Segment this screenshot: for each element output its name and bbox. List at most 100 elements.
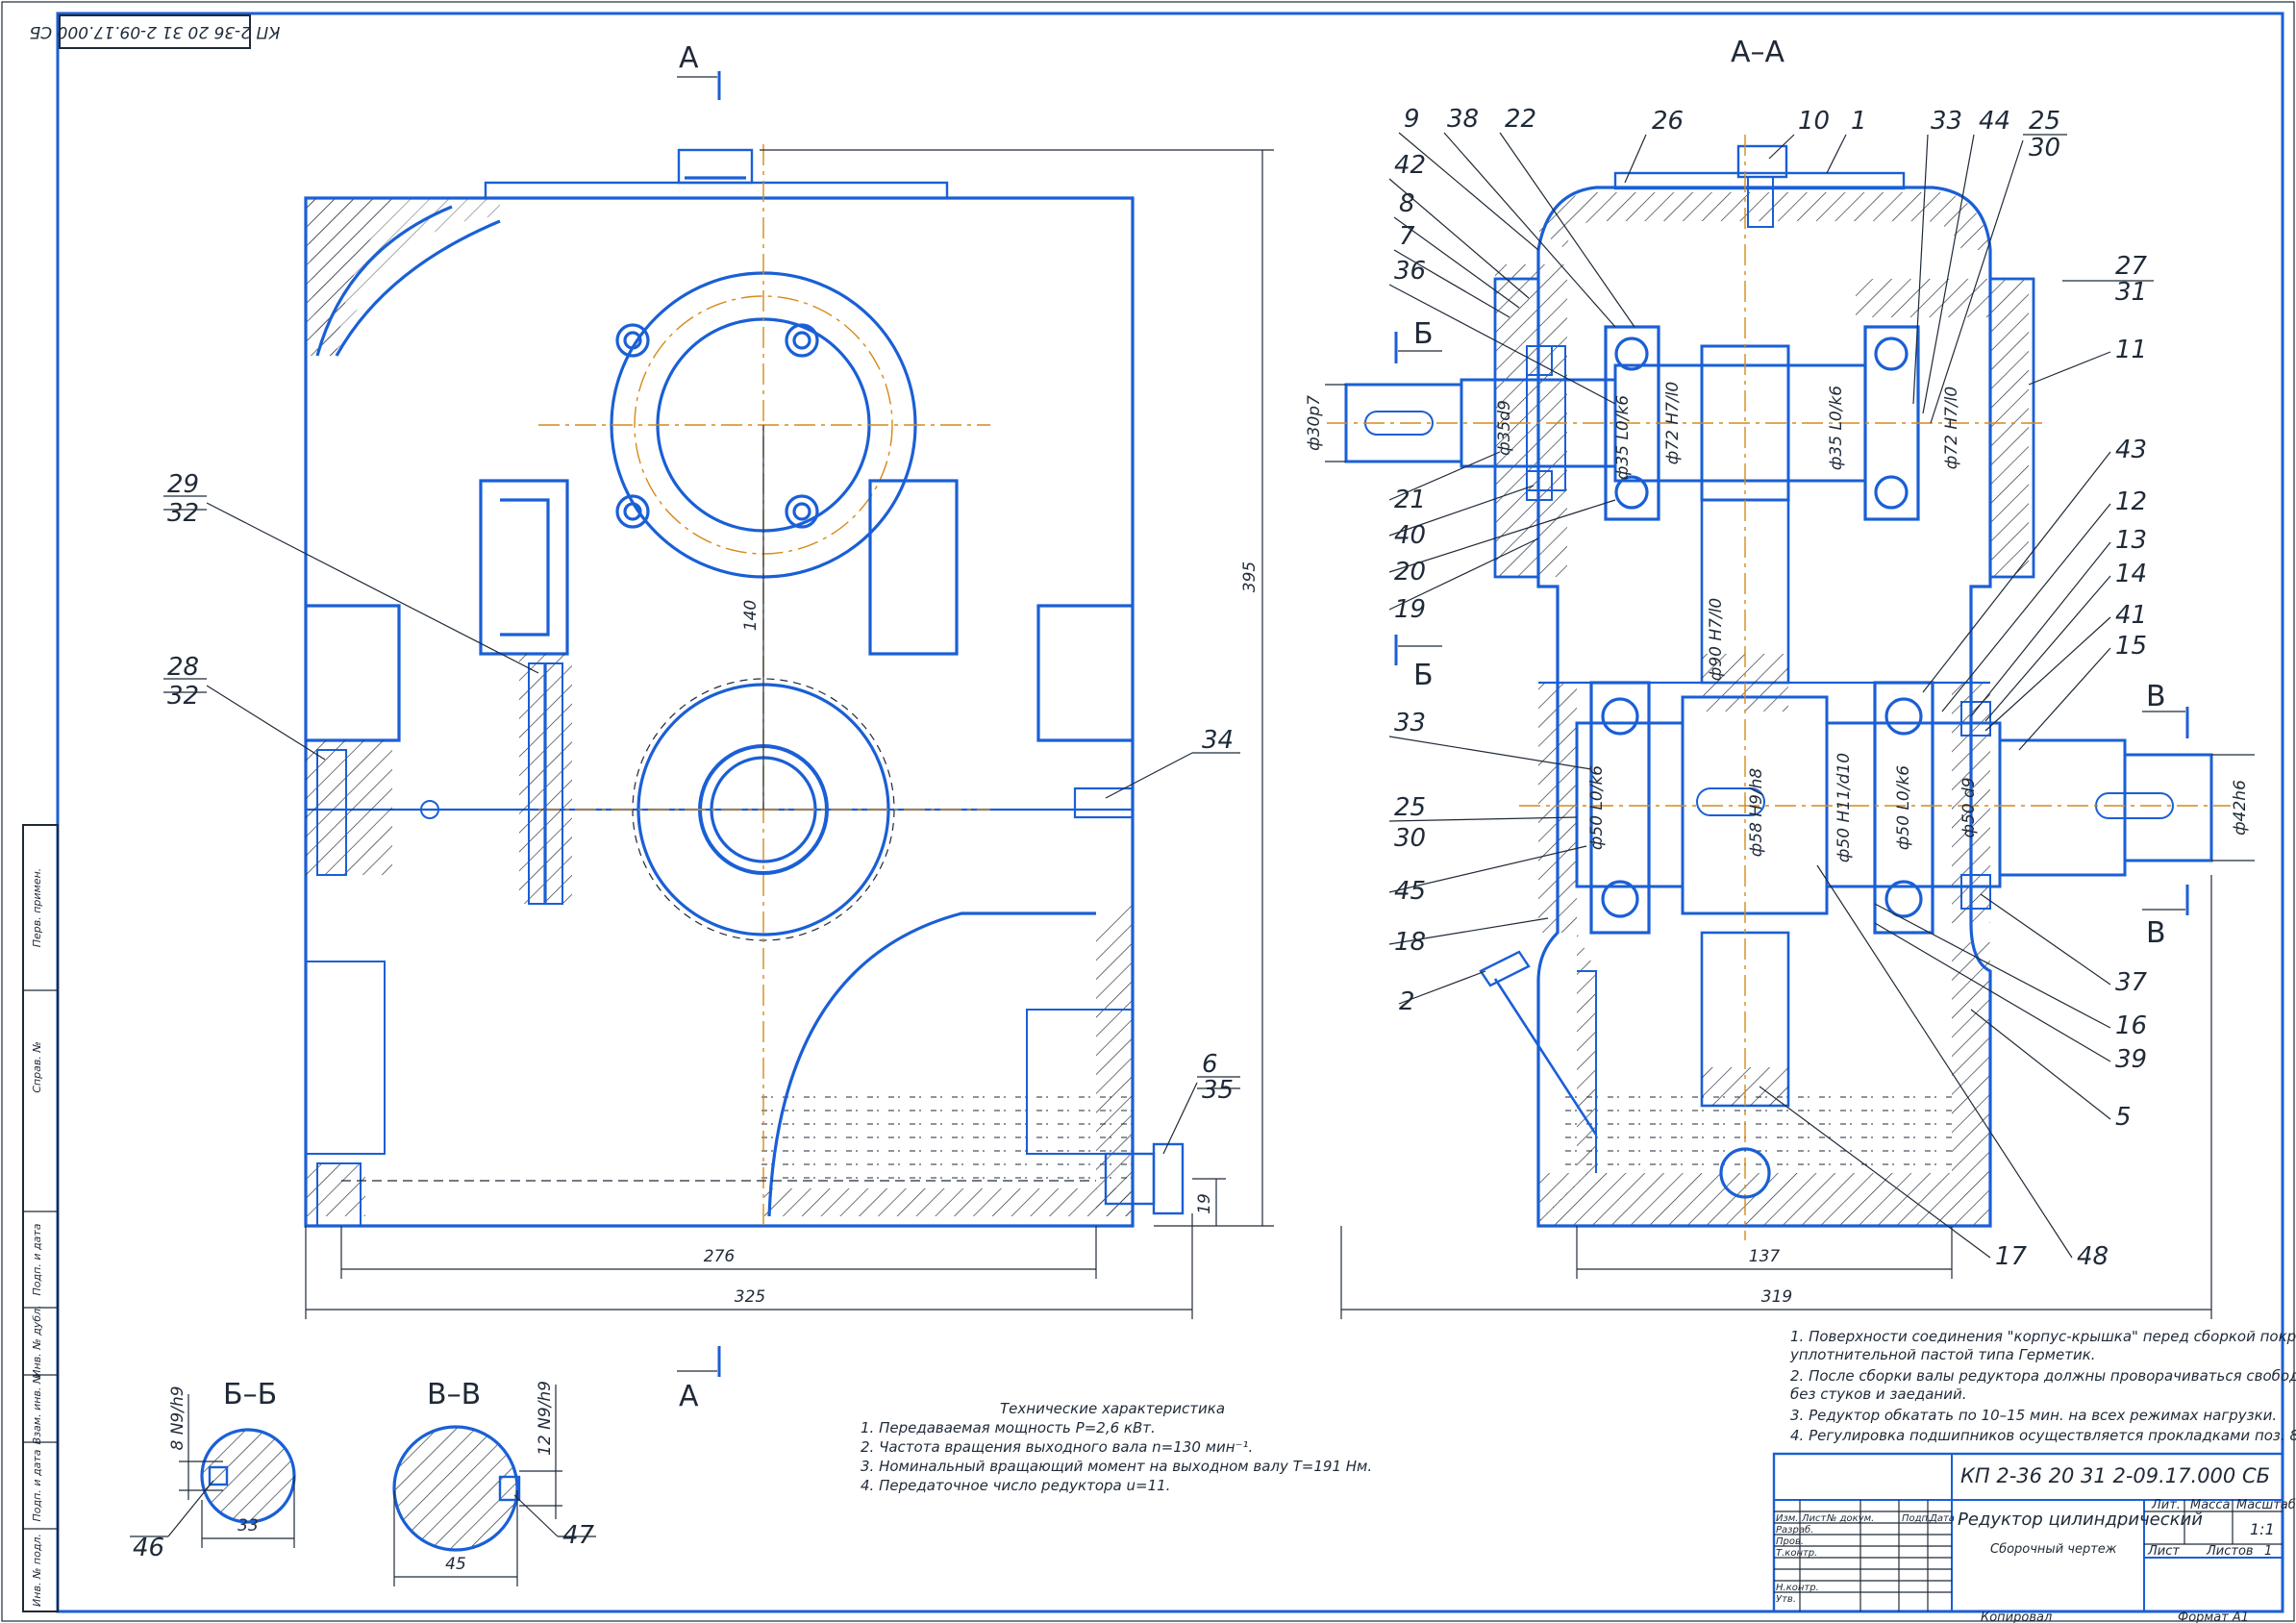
lr-12: 12 <box>2115 487 2147 516</box>
cut-b-top: Б <box>1413 317 1434 351</box>
dim-395: 395 <box>1240 562 1260 592</box>
section-view <box>1327 135 2231 1240</box>
front-view <box>304 144 1185 1228</box>
ll-40: 40 <box>1394 521 1426 550</box>
tb-copied: Копировал <box>1981 1611 2052 1623</box>
lt-9: 9 <box>1404 105 1420 134</box>
note-2: уплотнительной пастой типа Герметик. <box>1789 1346 2096 1363</box>
section-aa-title: А–А <box>1731 36 1785 69</box>
tech-title: Технические характеристика <box>1000 1400 1225 1417</box>
lb-17: 17 <box>1995 1242 2028 1271</box>
section-leaders: 9 38 22 26 10 1 33 44 25 30 42 8 7 36 21… <box>1388 105 2154 1271</box>
ll-2: 2 <box>1399 987 1415 1016</box>
section-bb: Б–Б 8 N9/h9 33 46 <box>130 1378 296 1562</box>
fit-housing-in-l: ф72 H7/l0 <box>1663 382 1683 464</box>
ll-42: 42 <box>1394 151 1426 180</box>
note-5: 3. Редуктор обкатать по 10–15 мин. на вс… <box>1790 1407 2277 1424</box>
fit-bearing-out-l: ф50 L0/k6 <box>1587 765 1607 850</box>
bb-leader: 46 <box>133 1534 164 1562</box>
tb-hdr-3: Подп. <box>1902 1513 1931 1524</box>
lr-37: 37 <box>2115 968 2148 997</box>
tech-line-2: 2. Частота вращения выходного вала n=130… <box>861 1438 1253 1456</box>
tb-hdr-0: Изм. <box>1776 1513 1799 1524</box>
ll-30: 30 <box>1394 824 1426 853</box>
tb-name: Редуктор цилиндрический <box>1958 1510 2203 1530</box>
lb-48: 48 <box>2077 1242 2109 1271</box>
section-a-bottom: А <box>679 1380 699 1413</box>
tb-format: Формат А1 <box>2178 1611 2249 1623</box>
vv-title: В–В <box>427 1378 481 1411</box>
tb-doc-type: Сборочный чертеж <box>1990 1542 2117 1557</box>
lt-30: 30 <box>2029 134 2060 162</box>
tb-mass: Масса <box>2190 1498 2230 1512</box>
fit-housing-in-r: ф72 H7/l0 <box>1942 387 1961 469</box>
bb-dia: 33 <box>237 1516 259 1536</box>
cover-bolts <box>615 323 819 529</box>
strip-1: Перв. примен. <box>31 868 43 948</box>
lr-14: 14 <box>2115 560 2147 588</box>
section-dimensions: 319 137 <box>1340 875 2212 1319</box>
vv-dia: 45 <box>445 1555 466 1574</box>
tb-hdr-4: Дата <box>1929 1513 1955 1524</box>
dim-137: 137 <box>1749 1247 1781 1266</box>
dim-319: 319 <box>1761 1287 1792 1307</box>
fit-bearing-in-r: ф35 L0/k6 <box>1827 386 1846 470</box>
fit-seal-out: ф50 d9 <box>1959 777 1979 837</box>
front-dimensions: 395 140 276 325 19 <box>305 149 1274 1319</box>
leader-6: 6 <box>1202 1050 1218 1079</box>
dim-19: 19 <box>1195 1193 1214 1214</box>
strip-3: Подп. и дата <box>31 1223 43 1295</box>
vv-leader: 47 <box>562 1521 595 1550</box>
side-strip: Перв. примен. Справ. № Подп. и дата Инв.… <box>22 824 59 1612</box>
tb-sheet: Лист <box>2147 1544 2180 1559</box>
tech-line-1: 1. Передаваемая мощность P=2,6 кВт. <box>861 1419 1156 1436</box>
vv-tol: 12 N9/h9 <box>536 1381 555 1456</box>
assembly-notes: 1. Поверхности соединения "корпус-крышка… <box>1789 1328 2296 1444</box>
tb-hdr-1: Лист <box>1801 1513 1828 1524</box>
leader-32b: 32 <box>167 682 199 711</box>
section-a-markers: А А <box>677 41 721 1413</box>
strip-5: Взам. инв. № <box>31 1373 43 1445</box>
section-vv: В–В 12 N9/h9 45 47 <box>392 1378 596 1586</box>
fit-annotations: ф30р7 ф35d9 ф35 L0/k6 ф72 H7/l0 ф35 L0/k… <box>1305 382 2255 862</box>
strip-6: Подп. и дата <box>31 1449 43 1521</box>
tb-role-0: Разраб. <box>1776 1524 1813 1536</box>
tb-scale-value: 1:1 <box>2250 1520 2275 1538</box>
lr-41: 41 <box>2115 601 2147 630</box>
bb-title: Б–Б <box>223 1378 277 1411</box>
title-block: КП 2-36 20 31 2-09.17.000 СБ Редуктор ци… <box>1772 1452 2296 1623</box>
ll-21: 21 <box>1394 486 1426 514</box>
top-stamp-text: КП 2-36 20 31 2-09.17.000 СБ <box>30 22 281 41</box>
strip-7: Инв. № подл. <box>31 1534 43 1607</box>
dim-140: 140 <box>741 600 761 631</box>
fit-gear-bore: ф90 H7/l0 <box>1707 598 1726 681</box>
fit-seal-in: ф35d9 <box>1495 400 1514 456</box>
fit-bearing-in-l: ф35 L0/k6 <box>1613 395 1633 480</box>
lr-43: 43 <box>2115 436 2147 464</box>
section-a-top: А <box>679 41 699 75</box>
note-1: 1. Поверхности соединения "корпус-крышка… <box>1790 1328 2296 1345</box>
strip-2: Справ. № <box>31 1041 43 1093</box>
lr-16: 16 <box>2115 1011 2147 1040</box>
bb-tol: 8 N9/h9 <box>168 1386 187 1450</box>
lr-15: 15 <box>2115 632 2147 661</box>
leader-32a: 32 <box>167 499 199 528</box>
tb-doc-code: КП 2-36 20 31 2-09.17.000 СБ <box>1960 1464 2270 1487</box>
lr-5: 5 <box>2115 1103 2132 1132</box>
lr-31: 31 <box>2115 278 2147 307</box>
lt-38: 38 <box>1447 105 1479 134</box>
ll-36: 36 <box>1394 257 1426 286</box>
lt-33: 33 <box>1931 107 1962 136</box>
leader-29: 29 <box>167 470 199 499</box>
lt-26: 26 <box>1652 107 1684 136</box>
leader-28: 28 <box>167 653 199 682</box>
dim-276: 276 <box>704 1247 736 1266</box>
fit-bearing-out-r: ф50 L0/k6 <box>1894 765 1913 850</box>
section-cut-markers: Б Б В В <box>1394 317 2189 950</box>
tech-line-4: 4. Передаточное число редуктора u=11. <box>861 1477 1170 1494</box>
leader-34: 34 <box>1202 726 1234 755</box>
tb-role-5: Утв. <box>1776 1594 1796 1605</box>
note-3: 2. После сборки валы редуктора должны пр… <box>1790 1367 2296 1385</box>
cut-b-bottom: Б <box>1413 659 1434 692</box>
